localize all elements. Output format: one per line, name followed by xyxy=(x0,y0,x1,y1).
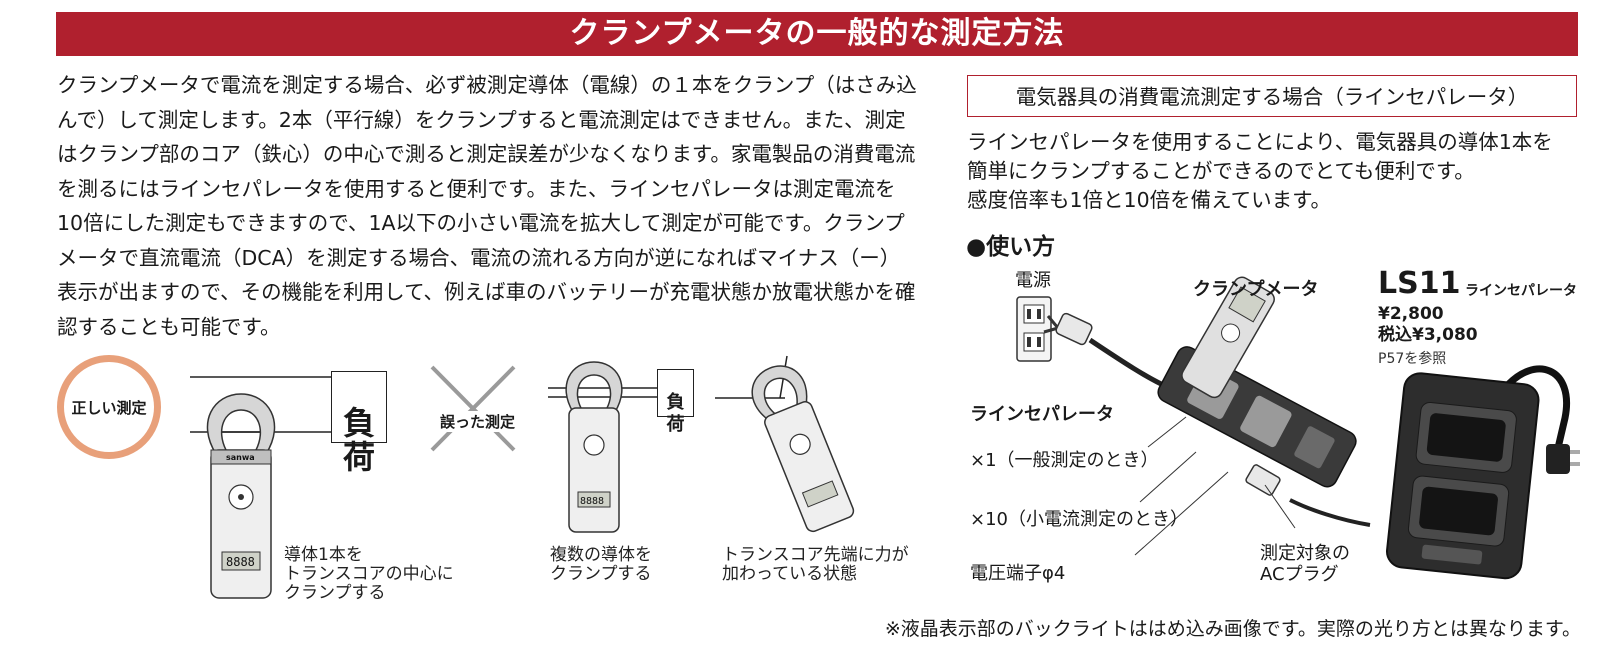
load-box-2: 負 荷 xyxy=(657,369,694,435)
x10-label: ×10（小電流測定のとき） xyxy=(970,509,1188,530)
line-separator-product-photo xyxy=(1386,365,1580,580)
load-box-1: 負 荷 xyxy=(331,371,387,474)
svg-text:8888: 8888 xyxy=(226,555,255,569)
separator-diagram xyxy=(1043,276,1371,556)
correct-badge-label: 正しい測定 xyxy=(71,398,147,417)
x1-label: ×1（一般測定のとき） xyxy=(970,450,1159,471)
voltage-terminal-label: 電圧端子φ4 xyxy=(970,563,1066,584)
separator-description: ラインセパレータを使用することにより、電気器具の導体1本を 簡単にクランプするこ… xyxy=(967,130,1553,212)
product-name: ラインセパレータ xyxy=(1465,283,1577,299)
correct-badge: 正しい測定 xyxy=(57,355,161,459)
ac-plug-label: 測定対象の ACプラグ xyxy=(1260,543,1350,585)
svg-text:8888: 8888 xyxy=(580,496,604,507)
product-reference: P57を参照 xyxy=(1378,351,1447,367)
line-separator-label: ラインセパレータ xyxy=(970,404,1114,425)
svg-text:sanwa: sanwa xyxy=(226,453,255,462)
product-price: ¥2,800 税込¥3,080 xyxy=(1378,304,1478,346)
caption-tip-force: トランスコア先端に力が 加わっている状態 xyxy=(722,545,909,584)
clamp-meter-label: クランプメータ xyxy=(1193,279,1319,300)
product-model: LS11 xyxy=(1378,266,1461,301)
separator-header: 電気器具の消費電流測定する場合（ラインセパレータ） xyxy=(967,75,1577,117)
caption-correct: 導体1本を トランスコアの中心に クランプする xyxy=(284,545,454,603)
wrong-badge-label: 誤った測定 xyxy=(440,411,516,432)
clamp-meter-illustration-2: 8888 xyxy=(565,361,623,533)
howto-heading: ●使い方 xyxy=(966,234,1056,260)
clamp-meter-illustration-3 xyxy=(751,365,855,533)
section-title: クランプメータの一般的な測定方法 xyxy=(56,12,1578,56)
price-base: ¥2,800 xyxy=(1378,304,1444,324)
price-tax: 税込¥3,080 xyxy=(1378,325,1478,345)
caption-multiple: 複数の導体を クランプする xyxy=(550,545,652,584)
clamp-meter-illustration-1: sanwa 8888 xyxy=(206,393,276,599)
intro-paragraph: クランプメータで電流を測定する場合、必ず被測定導体（電線）の１本をクランプ（はさ… xyxy=(57,73,917,339)
footnote: ※液晶表示部のバックライトははめ込み画像です。実際の光り方とは異なります。 xyxy=(884,618,1581,640)
power-source-label: 電源 xyxy=(1015,270,1051,291)
